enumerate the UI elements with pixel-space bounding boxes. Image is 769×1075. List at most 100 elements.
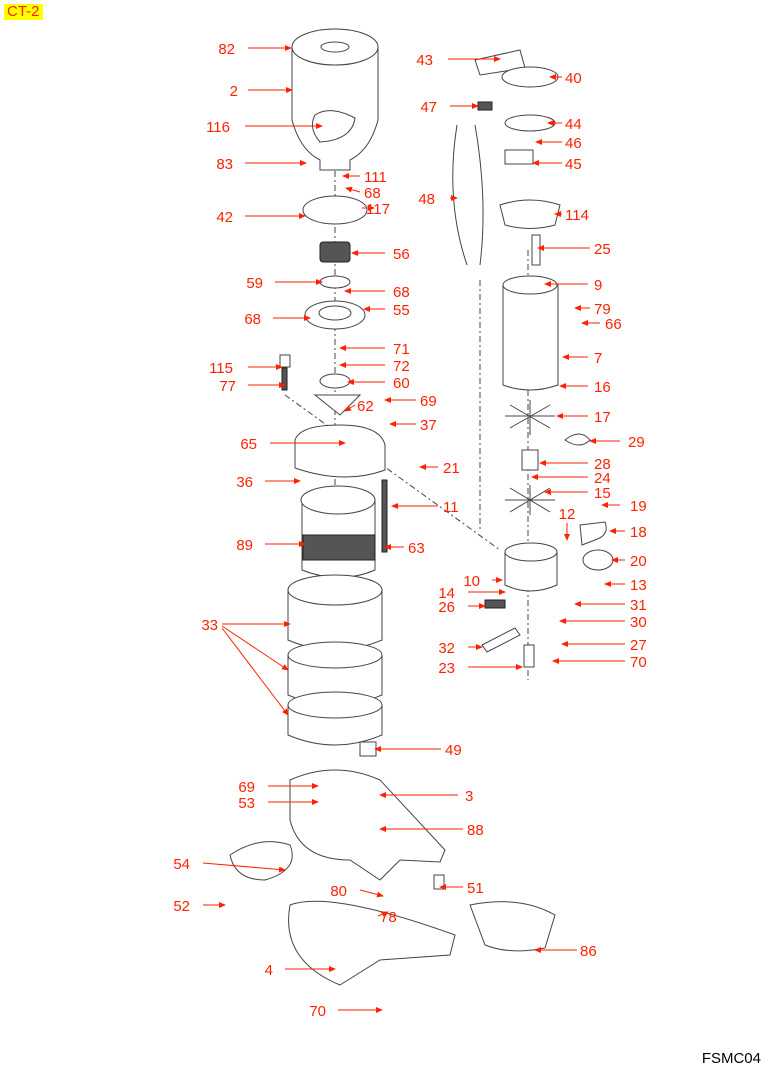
part-number-label: 16 [594,379,611,396]
callout: 24 [531,470,611,487]
parts-drawing [229,28,614,986]
callout: 14 [438,585,506,602]
top-plate [294,424,386,478]
part-number-label: 69 [238,779,255,796]
callout: 10 [463,573,503,590]
callout-labels: 8221168311168117425659685568717260115776… [173,41,646,1020]
part-number-label: 80 [330,883,347,900]
leader-arrow [221,625,289,671]
part-number-label: 7 [594,350,602,367]
part-number-label: 82 [218,41,235,58]
callout: 89 [236,537,306,554]
callout: 62 [344,398,374,415]
part-number-label: 66 [605,316,622,333]
callout: 65 [240,436,346,453]
body-shells [287,574,383,746]
spring-26 [484,599,506,609]
hopper [291,28,379,171]
callout: 60 [347,375,410,392]
cables [452,124,484,266]
part-number-label: 23 [438,660,455,677]
callout: 51 [439,880,484,897]
part-number-label: 46 [565,135,582,152]
drawing-code: FSMC04 [701,1050,761,1067]
part-number-label: 27 [630,637,647,654]
part-number-label: 3 [465,788,473,805]
part-number-label: 72 [393,358,410,375]
part-number-label: 60 [393,375,410,392]
part-number-label: 48 [418,191,435,208]
switch [359,741,377,757]
callout: 52 [173,898,226,915]
part-number-label: 44 [565,116,582,133]
part-number-label: 21 [443,460,460,477]
part-number-label: 42 [216,209,233,226]
part-number-label: 59 [246,275,263,292]
part-number-label: 68 [244,311,261,328]
plate [504,149,534,165]
part-number-label: 79 [594,301,611,318]
callout: 29 [589,434,645,451]
part-number-label: 117 [366,201,390,218]
callout: 28 [539,456,611,473]
callout: 19 [601,498,647,515]
part-number-label: 10 [463,573,480,590]
part-number-label: 52 [173,898,190,915]
adjustment-ring [302,195,368,225]
callout: 7 [562,350,602,367]
part-number-label: 31 [630,597,647,614]
callout: 13 [604,577,647,594]
part-number-label: 29 [628,434,645,451]
callout: 30 [559,614,647,631]
callout: 32 [438,640,483,657]
part-number-label: 24 [594,470,611,487]
part-number-label: 65 [240,436,257,453]
part-number-label: 69 [420,393,437,410]
leader-arrow [221,627,289,716]
burr-carrier [319,241,351,263]
spring-pin [281,367,288,391]
shaft [531,234,541,266]
star-wheel-lower [505,485,555,515]
deflector [564,433,591,446]
callout: 48 [418,191,458,208]
callout: 114 [554,207,589,224]
callout: 78 [377,909,397,926]
knob [279,354,291,368]
callout: 40 [549,70,582,87]
part-number-label: 63 [408,540,425,557]
leader-arrow [345,186,361,193]
callout: 23 [438,660,523,677]
knob-cap [582,549,614,571]
part-number-label: 14 [438,585,455,602]
callout: 33 [201,617,291,716]
dosing-lever [481,627,521,653]
callout: 16 [559,379,611,396]
callout: 44 [547,116,582,133]
part-number-label: 78 [380,909,397,926]
callout: 11 [391,499,459,516]
spring [521,449,539,471]
callout: 80 [330,883,384,900]
part-number-label: 116 [206,119,230,136]
part-number-label: 40 [565,70,582,87]
drip-tray [469,901,556,952]
callout: 59 [246,275,323,292]
part-number-label: 111 [364,169,387,186]
lever-arm [579,521,607,546]
part-number-label: 71 [393,341,410,358]
doser-funnel [499,199,561,229]
part-number-label: 114 [565,207,589,224]
part-number-label: 20 [630,553,647,570]
part-number-label: 2 [230,83,238,100]
callout: 26 [438,599,486,616]
part-number-label: 49 [445,742,462,759]
part-number-label: 115 [209,360,233,377]
callout: 45 [532,156,582,173]
part-number-label: 70 [309,1003,326,1020]
callout: 70 [309,1003,383,1020]
callout: 70 [552,654,647,671]
callout: 4 [265,962,336,979]
part-number-label: 86 [580,943,597,960]
